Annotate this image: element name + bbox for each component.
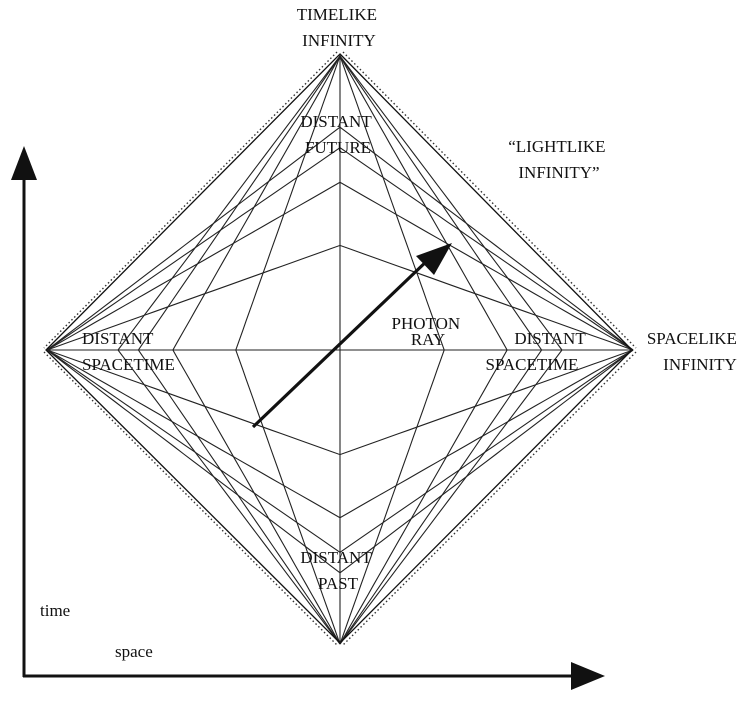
distant-spacetime-left-label: DISTANT SPACETIME — [82, 329, 175, 374]
distant-future-label: DISTANT FUTURE — [300, 112, 375, 157]
past-null-infinity-dotted — [342, 351, 637, 646]
lightlike-infinity-label: “LIGHTLIKE INFINITY” — [508, 137, 610, 182]
time-axis-arrow — [11, 146, 37, 677]
photon-ray-arrow — [251, 243, 452, 429]
spacelike-infinity-label: SPACELIKE INFINITY — [647, 329, 741, 374]
future-null-infinity-dotted-left — [43, 51, 338, 349]
space-axis-label: space — [115, 642, 153, 661]
past-null-infinity-dotted-left — [43, 351, 338, 646]
distant-past-label: DISTANT PAST — [300, 548, 375, 593]
distant-spacetime-right-label: DISTANT SPACETIME — [486, 329, 590, 374]
time-axis-label: time — [40, 601, 70, 620]
space-axis-arrow — [23, 662, 605, 690]
photon-ray-label: PHOTON RAY — [392, 314, 465, 349]
future-null-infinity-dotted — [342, 51, 637, 349]
timelike-infinity-label: TIMELIKE INFINITY — [297, 5, 382, 50]
